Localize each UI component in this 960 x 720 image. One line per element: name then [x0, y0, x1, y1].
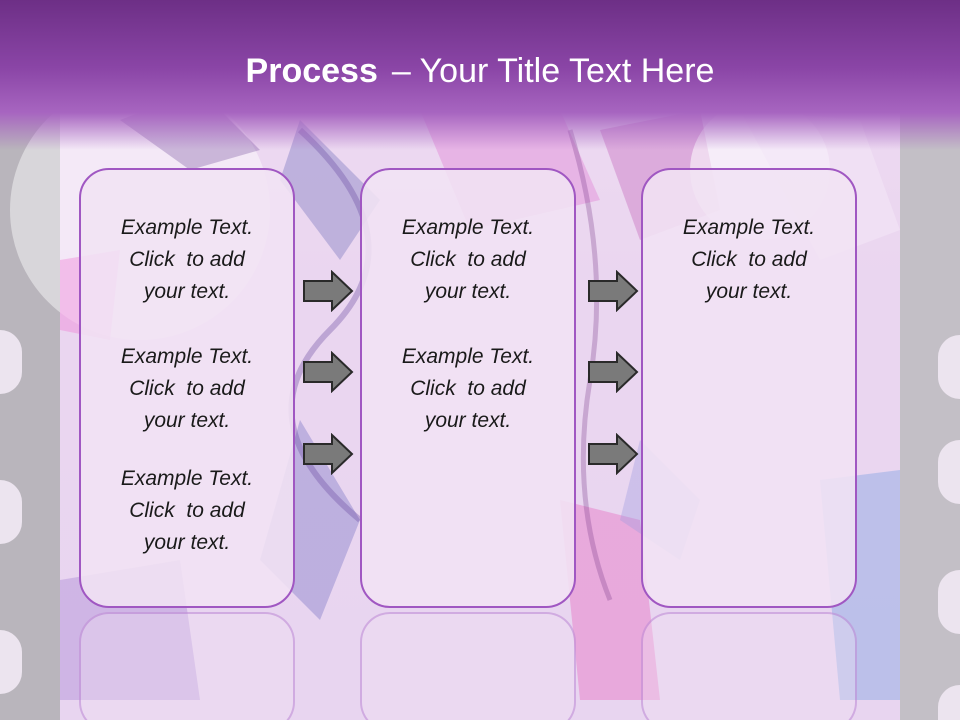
panel-reflection	[79, 612, 295, 720]
process-panel-2[interactable]: Example Text. Click to add your text. Ex…	[360, 168, 576, 608]
panel-text[interactable]: Example Text. Click to add your text.	[401, 216, 535, 303]
panel-text[interactable]: Example Text. Click to add your text.	[120, 345, 254, 432]
filmstrip-notch	[0, 330, 22, 394]
right-arrow-icon[interactable]	[302, 270, 354, 312]
right-arrow-icon[interactable]	[587, 270, 639, 312]
filmstrip-notch	[0, 480, 22, 544]
panel-text[interactable]: Example Text. Click to add your text.	[120, 216, 254, 303]
panel-reflection	[360, 612, 576, 720]
title-bold-text: Process	[245, 52, 378, 90]
slide-title[interactable]: Process – Your Title Text Here	[0, 52, 960, 91]
filmstrip-notch	[0, 630, 22, 694]
filmstrip-notch	[938, 335, 960, 399]
filmstrip-notch	[938, 440, 960, 504]
filmstrip-notch	[938, 570, 960, 634]
panel-text[interactable]: Example Text. Click to add your text.	[682, 216, 816, 303]
header-band	[0, 0, 960, 150]
filmstrip-notch	[938, 685, 960, 720]
process-panel-3[interactable]: Example Text. Click to add your text.	[641, 168, 857, 608]
panel-text[interactable]: Example Text. Click to add your text.	[120, 467, 254, 554]
right-arrow-icon[interactable]	[587, 433, 639, 475]
title-rest-text: – Your Title Text Here	[391, 52, 715, 90]
panel-text[interactable]: Example Text. Click to add your text.	[401, 345, 535, 432]
right-arrow-icon[interactable]	[302, 351, 354, 393]
panel-reflection	[641, 612, 857, 720]
left-filmstrip-edge	[0, 110, 60, 720]
right-arrow-icon[interactable]	[302, 433, 354, 475]
right-filmstrip-edge	[900, 110, 960, 720]
process-panel-1[interactable]: Example Text. Click to add your text. Ex…	[79, 168, 295, 608]
right-arrow-icon[interactable]	[587, 351, 639, 393]
